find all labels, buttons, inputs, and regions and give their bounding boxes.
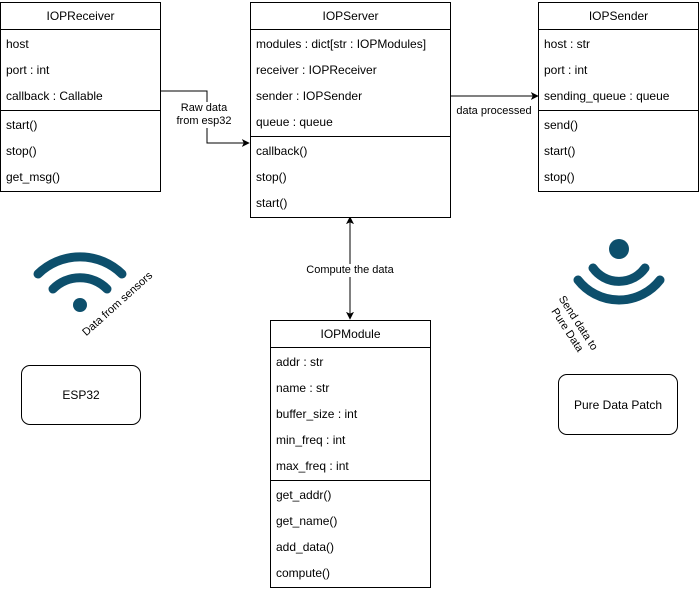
attribute: port : int	[544, 63, 588, 77]
attribute: queue : queue	[256, 115, 333, 129]
device-label: ESP32	[62, 388, 100, 402]
class-name: IOPServer	[251, 3, 450, 30]
method: add_data()	[276, 540, 335, 554]
attributes-section: addr : str name : str buffer_size : int …	[271, 348, 430, 481]
attribute: port : int	[6, 63, 50, 77]
attribute: addr : str	[276, 355, 324, 369]
attribute: callback : Callable	[6, 89, 103, 103]
edge-label-raw-data: Raw data from esp32	[172, 102, 236, 128]
class-name: IOPReceiver	[1, 3, 160, 30]
attributes-section: host : str port : int sending_queue : qu…	[539, 30, 698, 111]
attribute: max_freq : int	[276, 459, 349, 473]
method: start()	[6, 118, 38, 132]
attribute: sender : IOPSender	[256, 89, 363, 103]
methods-section: start() stop() get_msg()	[1, 111, 160, 191]
method: stop()	[256, 170, 287, 184]
device-pure-data-patch[interactable]: Pure Data Patch	[558, 374, 678, 435]
attribute: modules : dict[str : IOPModules]	[256, 37, 427, 51]
methods-section: callback() stop() start()	[251, 137, 450, 217]
device-esp32[interactable]: ESP32	[21, 365, 141, 425]
method: get_msg()	[6, 170, 61, 184]
method: get_addr()	[276, 488, 332, 502]
attributes-section: modules : dict[str : IOPModules] receive…	[251, 30, 450, 137]
method: callback()	[256, 144, 308, 158]
class-iopreceiver[interactable]: IOPReceiver host port : int callback : C…	[0, 2, 161, 192]
class-name: IOPModule	[271, 321, 430, 348]
class-iopserver[interactable]: IOPServer modules : dict[str : IOPModule…	[250, 2, 451, 218]
method: stop()	[544, 170, 575, 184]
signal-broadcast-icon	[573, 239, 665, 305]
methods-section: send() start() stop()	[539, 111, 698, 191]
wifi-icon	[33, 252, 127, 312]
attribute: receiver : IOPReceiver	[256, 63, 377, 77]
attribute: sending_queue : queue	[544, 89, 670, 103]
method: compute()	[276, 566, 331, 580]
edge-label-compute: Compute the data	[300, 264, 400, 277]
attribute: host	[6, 37, 29, 51]
class-iopmodule[interactable]: IOPModule addr : str name : str buffer_s…	[270, 320, 431, 588]
method: stop()	[6, 144, 37, 158]
edge-label-data-processed: data processed	[454, 105, 534, 118]
attribute: buffer_size : int	[276, 407, 358, 421]
attribute: host : str	[544, 37, 591, 51]
method: start()	[256, 196, 288, 210]
attributes-section: host port : int callback : Callable	[1, 30, 160, 111]
class-name: IOPSender	[539, 3, 698, 30]
method: get_name()	[276, 514, 338, 528]
method: send()	[544, 118, 579, 132]
attribute: min_freq : int	[276, 433, 346, 447]
class-iopsender[interactable]: IOPSender host : str port : int sending_…	[538, 2, 699, 192]
device-label: Pure Data Patch	[573, 397, 663, 412]
attribute: name : str	[276, 381, 330, 395]
method: start()	[544, 144, 576, 158]
methods-section: get_addr() get_name() add_data() compute…	[271, 481, 430, 587]
